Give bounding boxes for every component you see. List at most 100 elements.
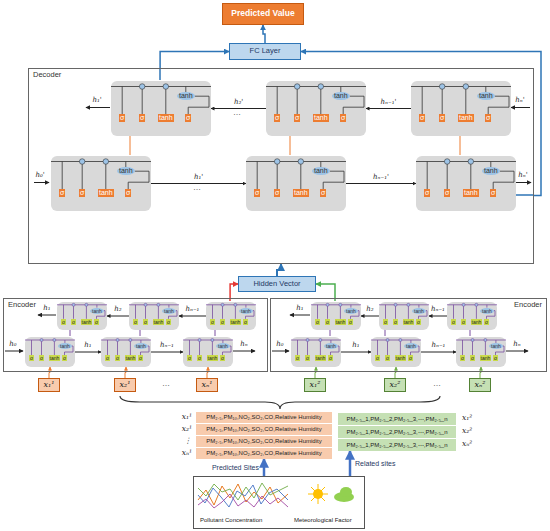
cell-line: [488, 107, 509, 114]
state-label: h₀: [9, 340, 16, 348]
output-box: Predicted Value: [222, 3, 304, 25]
cell-line: [340, 305, 341, 319]
layer-link: [460, 135, 461, 155]
activation-label: tanh: [404, 343, 418, 349]
gate-label: σ: [61, 319, 66, 325]
feature-row: PM₂.₅,PM₁₀,NO₂,SO₂,CO,Relative Humidity: [196, 448, 332, 459]
gate-label: tanh: [403, 319, 415, 325]
lstm-cell: σσtanhσtanh: [379, 302, 429, 330]
connector: [107, 316, 129, 317]
gate-label: tanh: [125, 355, 137, 361]
lstm-cell: σσtanhσtanh: [183, 337, 233, 367]
pointwise-op: [198, 339, 201, 342]
cell-line: [494, 311, 495, 317]
gate-label: σ: [325, 319, 330, 325]
input-tag: x₂¹: [114, 378, 136, 392]
module-panel: Decoderσσtanhσtanhσσtanhσtanhσσtanhσtanh…: [28, 68, 534, 264]
cell-line: [320, 340, 321, 355]
edge-label: h₂': [234, 98, 243, 106]
pointwise-op: [394, 303, 397, 306]
cell-line: [442, 87, 443, 115]
connector: [207, 367, 208, 378]
layer-link: [470, 329, 471, 336]
cell-line: [495, 96, 509, 107]
activation-label: tanh: [177, 92, 195, 100]
edge-label: h₂: [114, 305, 121, 313]
lstm-cell: σσtanhσtanh: [291, 337, 341, 367]
lstm-cell: σσtanhσtanh: [371, 337, 421, 367]
feature-row: PM₂.₅,PM₁₀,NO₂,SO₂,CO,Relative Humidity: [196, 436, 332, 447]
layer-link: [130, 135, 131, 155]
pointwise-op: [484, 339, 487, 342]
gate-label: σ: [125, 189, 131, 197]
state-label: h₁: [43, 304, 50, 312]
edge-label: hₙ₋₁: [160, 341, 174, 349]
gate-label: σ: [62, 355, 67, 361]
state-arrow: [232, 351, 255, 352]
cell-line: [411, 86, 511, 87]
activation-label: tanh: [412, 308, 426, 314]
gate-label: σ: [133, 319, 138, 325]
cell-line: [130, 340, 131, 355]
connector: [315, 367, 316, 378]
edge-label: hₙ₋₁: [432, 341, 446, 349]
cell-wiring: [411, 81, 511, 136]
activation-label: tanh: [477, 92, 495, 100]
gate-label: tanh: [463, 189, 479, 197]
gate-label: σ: [274, 189, 280, 197]
data-source-box: Pollutant ConcentrationMeteorological Fa…: [193, 476, 365, 529]
connector: [480, 367, 481, 378]
cell-line: [350, 96, 364, 107]
activation-label: tanh: [162, 308, 176, 314]
connector: [263, 459, 266, 476]
cell-line: [456, 340, 506, 341]
pointwise-op: [211, 339, 214, 342]
pointwise-op: [163, 84, 169, 90]
state-arrow: [515, 182, 531, 183]
node-label: Meteorological Factor: [294, 517, 352, 524]
cell-line: [117, 340, 118, 355]
cell-line: [101, 340, 151, 341]
edge-label: h₂: [366, 305, 373, 313]
ellipsis-label: …: [193, 184, 201, 192]
gate-label: σ: [375, 355, 380, 361]
activation-label: tanh: [324, 343, 338, 349]
gate-label: tanh: [395, 355, 407, 361]
gate-label: σ: [94, 319, 99, 325]
activation-label: tanh: [312, 167, 330, 175]
pointwise-op: [326, 303, 329, 306]
state-arrow: [5, 351, 23, 352]
node-label: Decoder: [33, 71, 61, 80]
cell-line: [199, 340, 200, 355]
gate-label: tanh: [230, 319, 242, 325]
cell-line: [447, 304, 497, 305]
gate-label: σ: [143, 319, 148, 325]
pollutant-curve: [198, 483, 288, 500]
edge-label: h₁: [352, 341, 359, 349]
cell-line: [212, 305, 213, 319]
pointwise-op: [399, 339, 402, 342]
cell-line: [253, 311, 254, 317]
state-arrow: [34, 182, 49, 183]
edge-label: h₁: [84, 341, 91, 349]
state-arrow: [86, 107, 110, 108]
cell-line: [222, 305, 223, 319]
cell-line: [317, 305, 318, 319]
cell-line: [338, 346, 339, 352]
pointwise-op: [339, 303, 342, 306]
node-label: PM₂.₅_1,PM₂.₅_2,PM₂.₅_3,⋯,PM₂.₅_n: [346, 429, 447, 436]
connector: [421, 352, 456, 353]
pointwise-op: [139, 84, 145, 90]
gate-label: tanh: [480, 355, 492, 361]
gate-label: tanh: [315, 355, 327, 361]
cell-wiring: [246, 156, 346, 211]
activation-label: tanh: [480, 308, 494, 314]
cell-line: [377, 340, 378, 355]
cell-line: [427, 162, 428, 190]
pointwise-op: [144, 303, 147, 306]
cell-wiring: [129, 302, 179, 330]
gate-label: tanh: [81, 319, 93, 325]
node-label: Hidden Vector: [253, 280, 300, 289]
cell-wiring: [416, 156, 516, 211]
